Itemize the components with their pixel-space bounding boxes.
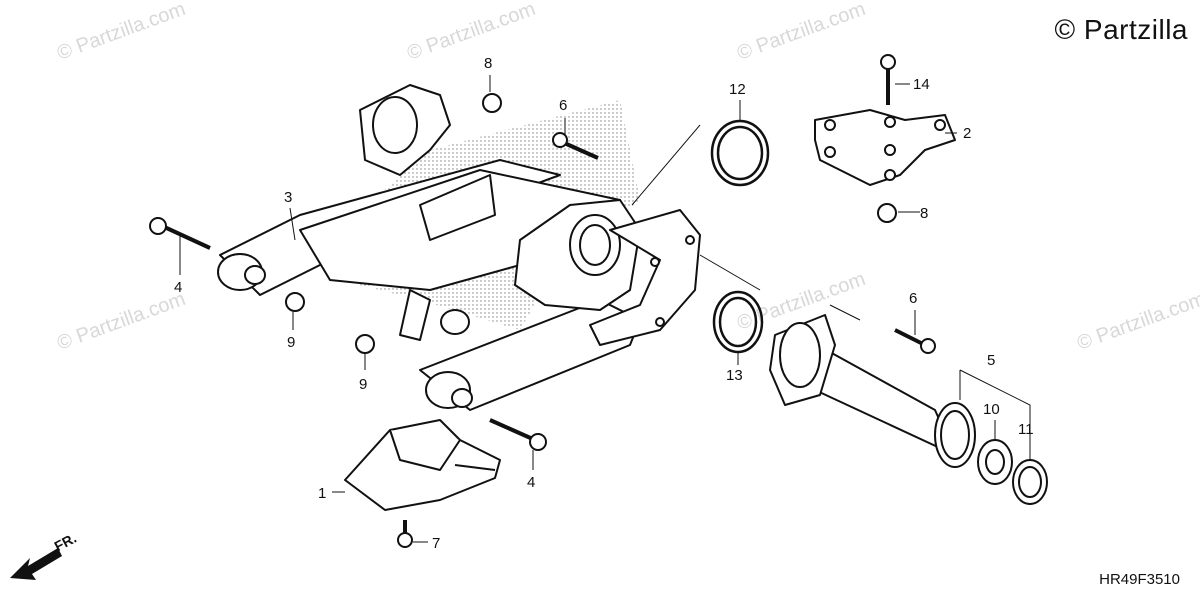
watermark: © Partzilla.com	[404, 0, 538, 65]
callout-9: 9	[287, 334, 295, 351]
nut	[285, 292, 305, 312]
front-arrow-icon	[10, 548, 62, 580]
callout-10: 10	[983, 401, 1000, 418]
bracket-plate	[814, 109, 956, 186]
watermark: © Partzilla.com	[734, 0, 868, 65]
callout-5: 5	[987, 352, 995, 369]
nut	[877, 203, 897, 223]
callout-8: 8	[484, 55, 492, 72]
nut	[355, 334, 375, 354]
callout-4: 4	[527, 474, 535, 491]
leader-lines	[179, 75, 1031, 543]
axle-tube	[769, 314, 976, 468]
callout-4: 4	[174, 279, 182, 296]
callout-6: 6	[909, 290, 917, 307]
watermark: © Partzilla.com	[1074, 288, 1200, 355]
callout-14: 14	[913, 76, 930, 93]
callout-6: 6	[559, 97, 567, 114]
callout-1: 1	[318, 485, 326, 502]
callout-13: 13	[726, 367, 743, 384]
callouts: 1 2 3 4 4 5 6 6 7 8 8 9 9 10 11 12 13 14	[174, 55, 1034, 552]
swingarm-frame	[217, 84, 701, 411]
callout-3: 3	[284, 189, 292, 206]
callout-2: 2	[963, 125, 971, 142]
copyright-label: © Partzilla	[1054, 14, 1188, 45]
callout-7: 7	[432, 535, 440, 552]
diagram-code: HR49F3510	[1099, 571, 1180, 588]
callout-9: 9	[359, 376, 367, 393]
fasteners	[149, 54, 936, 548]
callout-12: 12	[729, 81, 746, 98]
callout-11: 11	[1018, 421, 1034, 438]
watermark: © Partzilla.com	[54, 0, 188, 65]
callout-8: 8	[920, 205, 928, 222]
bearing-seal	[977, 439, 1048, 505]
nut	[482, 93, 502, 113]
o-ring-12	[710, 119, 770, 187]
skid-plate	[344, 419, 501, 511]
watermark: © Partzilla.com	[54, 288, 188, 355]
